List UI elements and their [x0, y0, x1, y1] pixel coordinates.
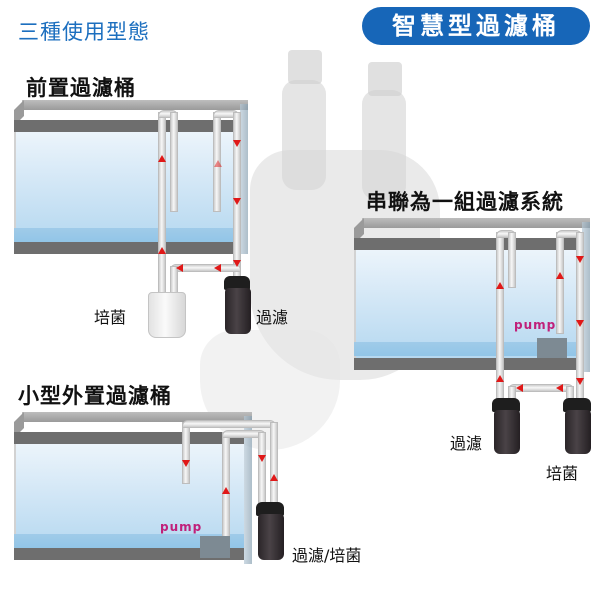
setup-3-aquarium — [14, 412, 252, 570]
setup-3-pump-riser — [222, 432, 230, 540]
setup-3-return-outlet — [182, 422, 190, 484]
setup-3-label-canister: 過濾/培菌 — [292, 546, 362, 565]
setup-1-return-tube — [158, 112, 166, 304]
flow-arrow-down-icon — [258, 455, 266, 462]
setup-1-label-filter: 過濾 — [256, 308, 289, 327]
setup-1-label-bacteria: 培菌 — [94, 308, 127, 327]
flow-arrow-left-icon — [176, 264, 183, 272]
flow-arrow-left-icon — [516, 384, 523, 392]
flow-arrow-up-icon — [158, 155, 166, 162]
setup-3-canister — [258, 514, 284, 560]
setup-2-bacteria-canister-head — [563, 398, 591, 412]
setup-2-filter-canister-head — [492, 398, 520, 412]
flow-arrow-up-icon — [496, 282, 504, 289]
flow-arrow-up-icon — [496, 375, 504, 382]
setup-1-title: 前置過濾桶 — [26, 76, 136, 100]
setup-1-bacteria-canister — [148, 292, 186, 338]
setup-2-bacteria-canister — [565, 410, 591, 454]
flow-arrow-down-icon — [576, 320, 584, 327]
background-filter-neck-right — [362, 90, 406, 200]
flow-arrow-up-icon — [222, 487, 230, 494]
background-filter-neck-left — [282, 80, 326, 190]
product-title-badge: 智慧型過濾桶 — [362, 7, 590, 45]
flow-arrow-down-icon — [576, 256, 584, 263]
setup-2-return-outlet — [508, 232, 516, 288]
page-subtitle: 三種使用型態 — [18, 20, 150, 44]
setup-2-label-filter: 過濾 — [450, 434, 483, 453]
flow-arrow-left-icon — [214, 264, 221, 272]
setup-3-return-top — [182, 420, 276, 428]
setup-3-title: 小型外置過濾桶 — [18, 384, 172, 408]
setup-2-aquarium — [354, 218, 590, 378]
flow-arrow-down-icon — [233, 198, 241, 205]
background-filter-cap-left — [288, 50, 322, 84]
flow-arrow-down-icon — [182, 460, 190, 467]
background-filter-cap-right — [368, 62, 402, 96]
flow-arrow-down-icon — [576, 378, 584, 385]
flow-arrow-up-icon — [158, 247, 166, 254]
flow-arrow-up-icon — [214, 160, 222, 167]
setup-2-title: 串聯為一組過濾系統 — [366, 190, 564, 214]
setup-3-pump-label: pump — [160, 520, 203, 534]
flow-arrow-up-icon — [270, 474, 278, 481]
flow-arrow-left-icon — [556, 384, 563, 392]
setup-2-label-bacteria: 培菌 — [546, 464, 579, 483]
setup-1-filter-canister-head — [224, 276, 250, 290]
setup-2-pump-label: pump — [514, 318, 557, 332]
setup-1-aquarium — [14, 100, 248, 262]
setup-2-filter-canister — [494, 410, 520, 454]
setup-3-pump — [200, 536, 230, 558]
setup-2-pump-riser — [556, 232, 564, 334]
flow-arrow-down-icon — [233, 140, 241, 147]
setup-1-return-outlet — [170, 112, 178, 212]
setup-1-filter-canister — [225, 288, 251, 334]
setup-3-canister-head — [256, 502, 284, 516]
flow-arrow-down-icon — [233, 260, 241, 267]
setup-2-pump — [537, 338, 567, 358]
flow-arrow-up-icon — [556, 272, 564, 279]
